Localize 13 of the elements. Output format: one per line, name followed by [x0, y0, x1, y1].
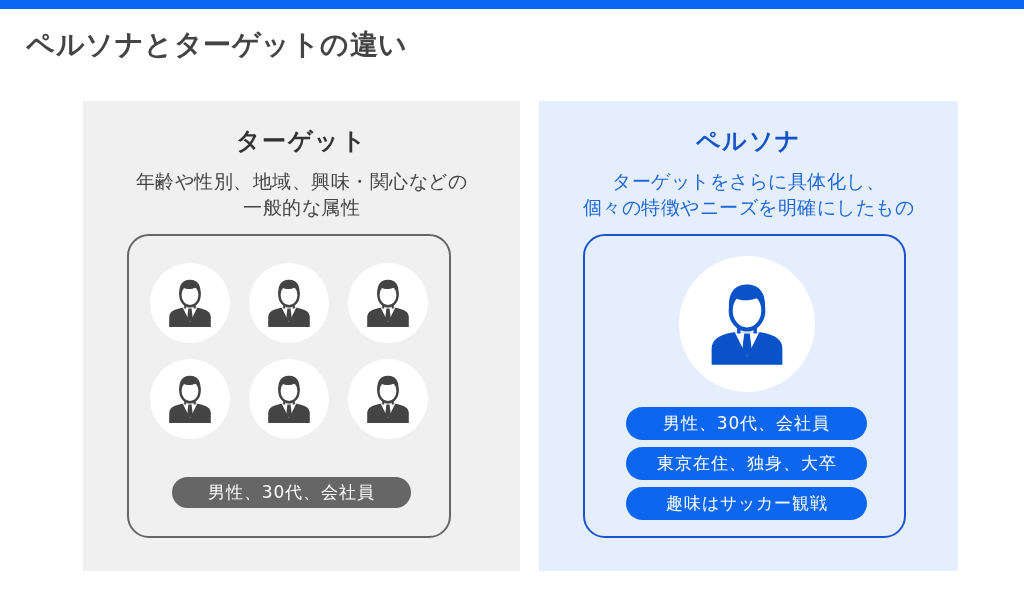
rounded-frame	[127, 234, 451, 538]
panel-heading: ペルソナ	[694, 126, 803, 157]
attribute-tag: 東京在住、独身、大卒	[626, 447, 867, 480]
page-title: ペルソナとターゲットの違い	[26, 27, 408, 63]
panel-description: 年齢や性別、地域、興味・関心などの一般的な属性	[134, 169, 469, 220]
attribute-tag: 男性、30代、会社員	[626, 407, 867, 440]
attribute-tag: 趣味はサッカー観戦	[626, 487, 867, 520]
panel-description: ターゲットをさらに具体化し、個々の特徴やニーズを明確にしたもの	[581, 169, 916, 220]
attribute-tag: 男性、30代、会社員	[172, 477, 411, 508]
panel-heading: ターゲット	[234, 126, 369, 157]
comparison-panel	[539, 101, 958, 571]
comparison-panel	[83, 101, 520, 571]
rounded-frame	[583, 234, 906, 538]
